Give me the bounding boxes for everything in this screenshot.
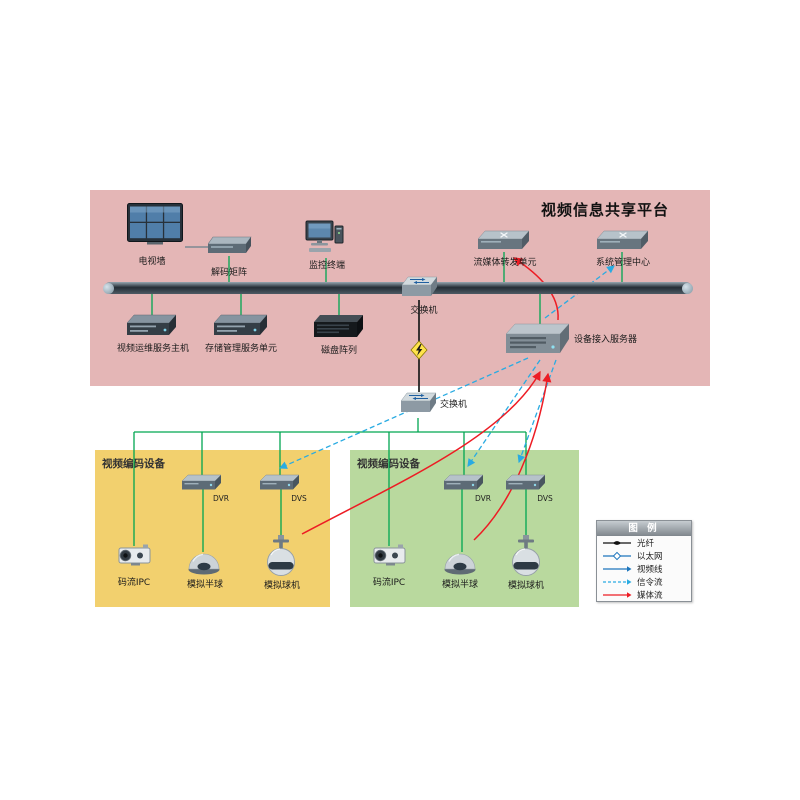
- label-dome-right: 模拟半球: [441, 580, 478, 590]
- label-ops-host: 视频运维服务主机: [116, 344, 189, 354]
- device-monitor-terminal: [304, 220, 344, 262]
- device-storage-mgmt: [213, 314, 268, 342]
- media-line-sample: [603, 591, 632, 598]
- encoder-region-left-title: 视频编码设备: [102, 458, 165, 470]
- label-ptz-left: 模拟球机: [263, 581, 300, 591]
- device-sys-mgmt: [596, 230, 649, 256]
- ipc-camera-icon: [118, 544, 151, 566]
- label-monitor-terminal: 监控终端: [308, 261, 345, 271]
- label-sys-mgmt: 系统管理中心: [595, 258, 650, 268]
- bus-endcap-right: [682, 282, 693, 294]
- signal-line-sample: [603, 578, 632, 585]
- label-decode-matrix: 解码矩阵: [210, 268, 247, 278]
- encoder-region-right-title: 视频编码设备: [357, 458, 420, 470]
- device-dome-left: [186, 548, 222, 580]
- device-ipc-right: [368, 542, 410, 574]
- label-stream-forward: 流媒体转发单元: [473, 258, 537, 268]
- dome-camera-icon: [444, 553, 476, 575]
- device-dvs-left: [259, 474, 300, 496]
- label-ptz-right: 模拟球机: [507, 581, 544, 591]
- disk-array-icon: [314, 315, 363, 337]
- label-switch-top: 交换机: [410, 306, 438, 316]
- device-disk-array: [314, 314, 364, 344]
- legend-title: 图 例: [597, 521, 691, 536]
- stream-forward-icon: [477, 230, 530, 249]
- device-ipc-left: [113, 542, 155, 574]
- ethernet-line-sample: [603, 551, 631, 560]
- legend-item-media: 媒体流: [597, 588, 691, 601]
- label-storage-mgmt: 存储管理服务单元: [204, 344, 277, 354]
- label-access-server: 设备接入服务器: [574, 335, 638, 345]
- legend-item-video: 视频线: [597, 562, 691, 575]
- device-dvr-left: [181, 474, 222, 496]
- legend-label-signal: 信令流: [637, 577, 663, 588]
- switch-icon: [401, 276, 438, 296]
- label-disk-array: 磁盘阵列: [320, 346, 357, 356]
- legend-label-ethernet: 以太网: [637, 551, 663, 562]
- decode-matrix-icon: [207, 236, 252, 253]
- label-ipc-right: 码流IPC: [372, 578, 406, 588]
- lightning-bolt-icon: [410, 340, 428, 360]
- label-dvs-left: DVS: [291, 494, 307, 503]
- legend: 图 例 光纤 以太网 视频线: [596, 520, 692, 602]
- dome-camera-icon: [188, 553, 220, 575]
- device-decode-matrix: [207, 236, 252, 260]
- device-dome-right: [442, 548, 478, 580]
- storage-mgmt-icon: [213, 314, 268, 335]
- device-dvs-right: [505, 474, 546, 496]
- switch-icon: [400, 392, 437, 412]
- dvr-icon: [443, 474, 484, 490]
- fiber-line-sample: [603, 540, 631, 545]
- ptz-camera-icon: [267, 535, 295, 576]
- tv-wall-icon: [127, 203, 183, 245]
- label-ipc-left: 码流IPC: [117, 578, 151, 588]
- device-access-server: [505, 322, 570, 360]
- ptz-camera-icon: [512, 535, 540, 576]
- label-tv-wall: 电视墙: [138, 257, 166, 267]
- video-line-sample: [603, 565, 632, 572]
- backbone-bus: [103, 282, 693, 294]
- legend-label-fiber: 光纤: [637, 538, 655, 549]
- device-switch-top: [401, 274, 438, 306]
- ipc-camera-icon: [373, 544, 406, 566]
- device-ops-host: [126, 314, 177, 342]
- device-dvr-right: [443, 474, 484, 496]
- label-dvr-right: DVR: [475, 494, 491, 503]
- bus-endcap-left: [103, 282, 114, 294]
- dvr-icon: [181, 474, 222, 490]
- device-tv-wall: [127, 203, 185, 249]
- page-title: 视频信息共享平台: [540, 201, 669, 219]
- legend-item-signal: 信令流: [597, 575, 691, 588]
- device-ptz-right: [509, 535, 543, 583]
- legend-label-media: 媒体流: [637, 590, 663, 601]
- label-dvr-left: DVR: [213, 494, 229, 503]
- access-server-icon: [505, 323, 570, 353]
- label-switch-mid: 交换机: [440, 400, 468, 410]
- legend-item-fiber: 光纤: [597, 536, 691, 549]
- legend-label-video: 视频线: [637, 564, 663, 575]
- label-dvs-right: DVS: [537, 494, 553, 503]
- device-switch-mid: [400, 390, 437, 422]
- sys-mgmt-icon: [596, 230, 649, 249]
- device-stream-forward: [477, 230, 530, 256]
- label-dome-left: 模拟半球: [186, 580, 223, 590]
- dvs-icon: [505, 474, 546, 490]
- legend-item-ethernet: 以太网: [597, 549, 691, 562]
- dvs-icon: [259, 474, 300, 490]
- device-ptz-left: [264, 535, 298, 583]
- ops-host-icon: [126, 314, 177, 335]
- monitor-terminal-icon: [305, 220, 344, 252]
